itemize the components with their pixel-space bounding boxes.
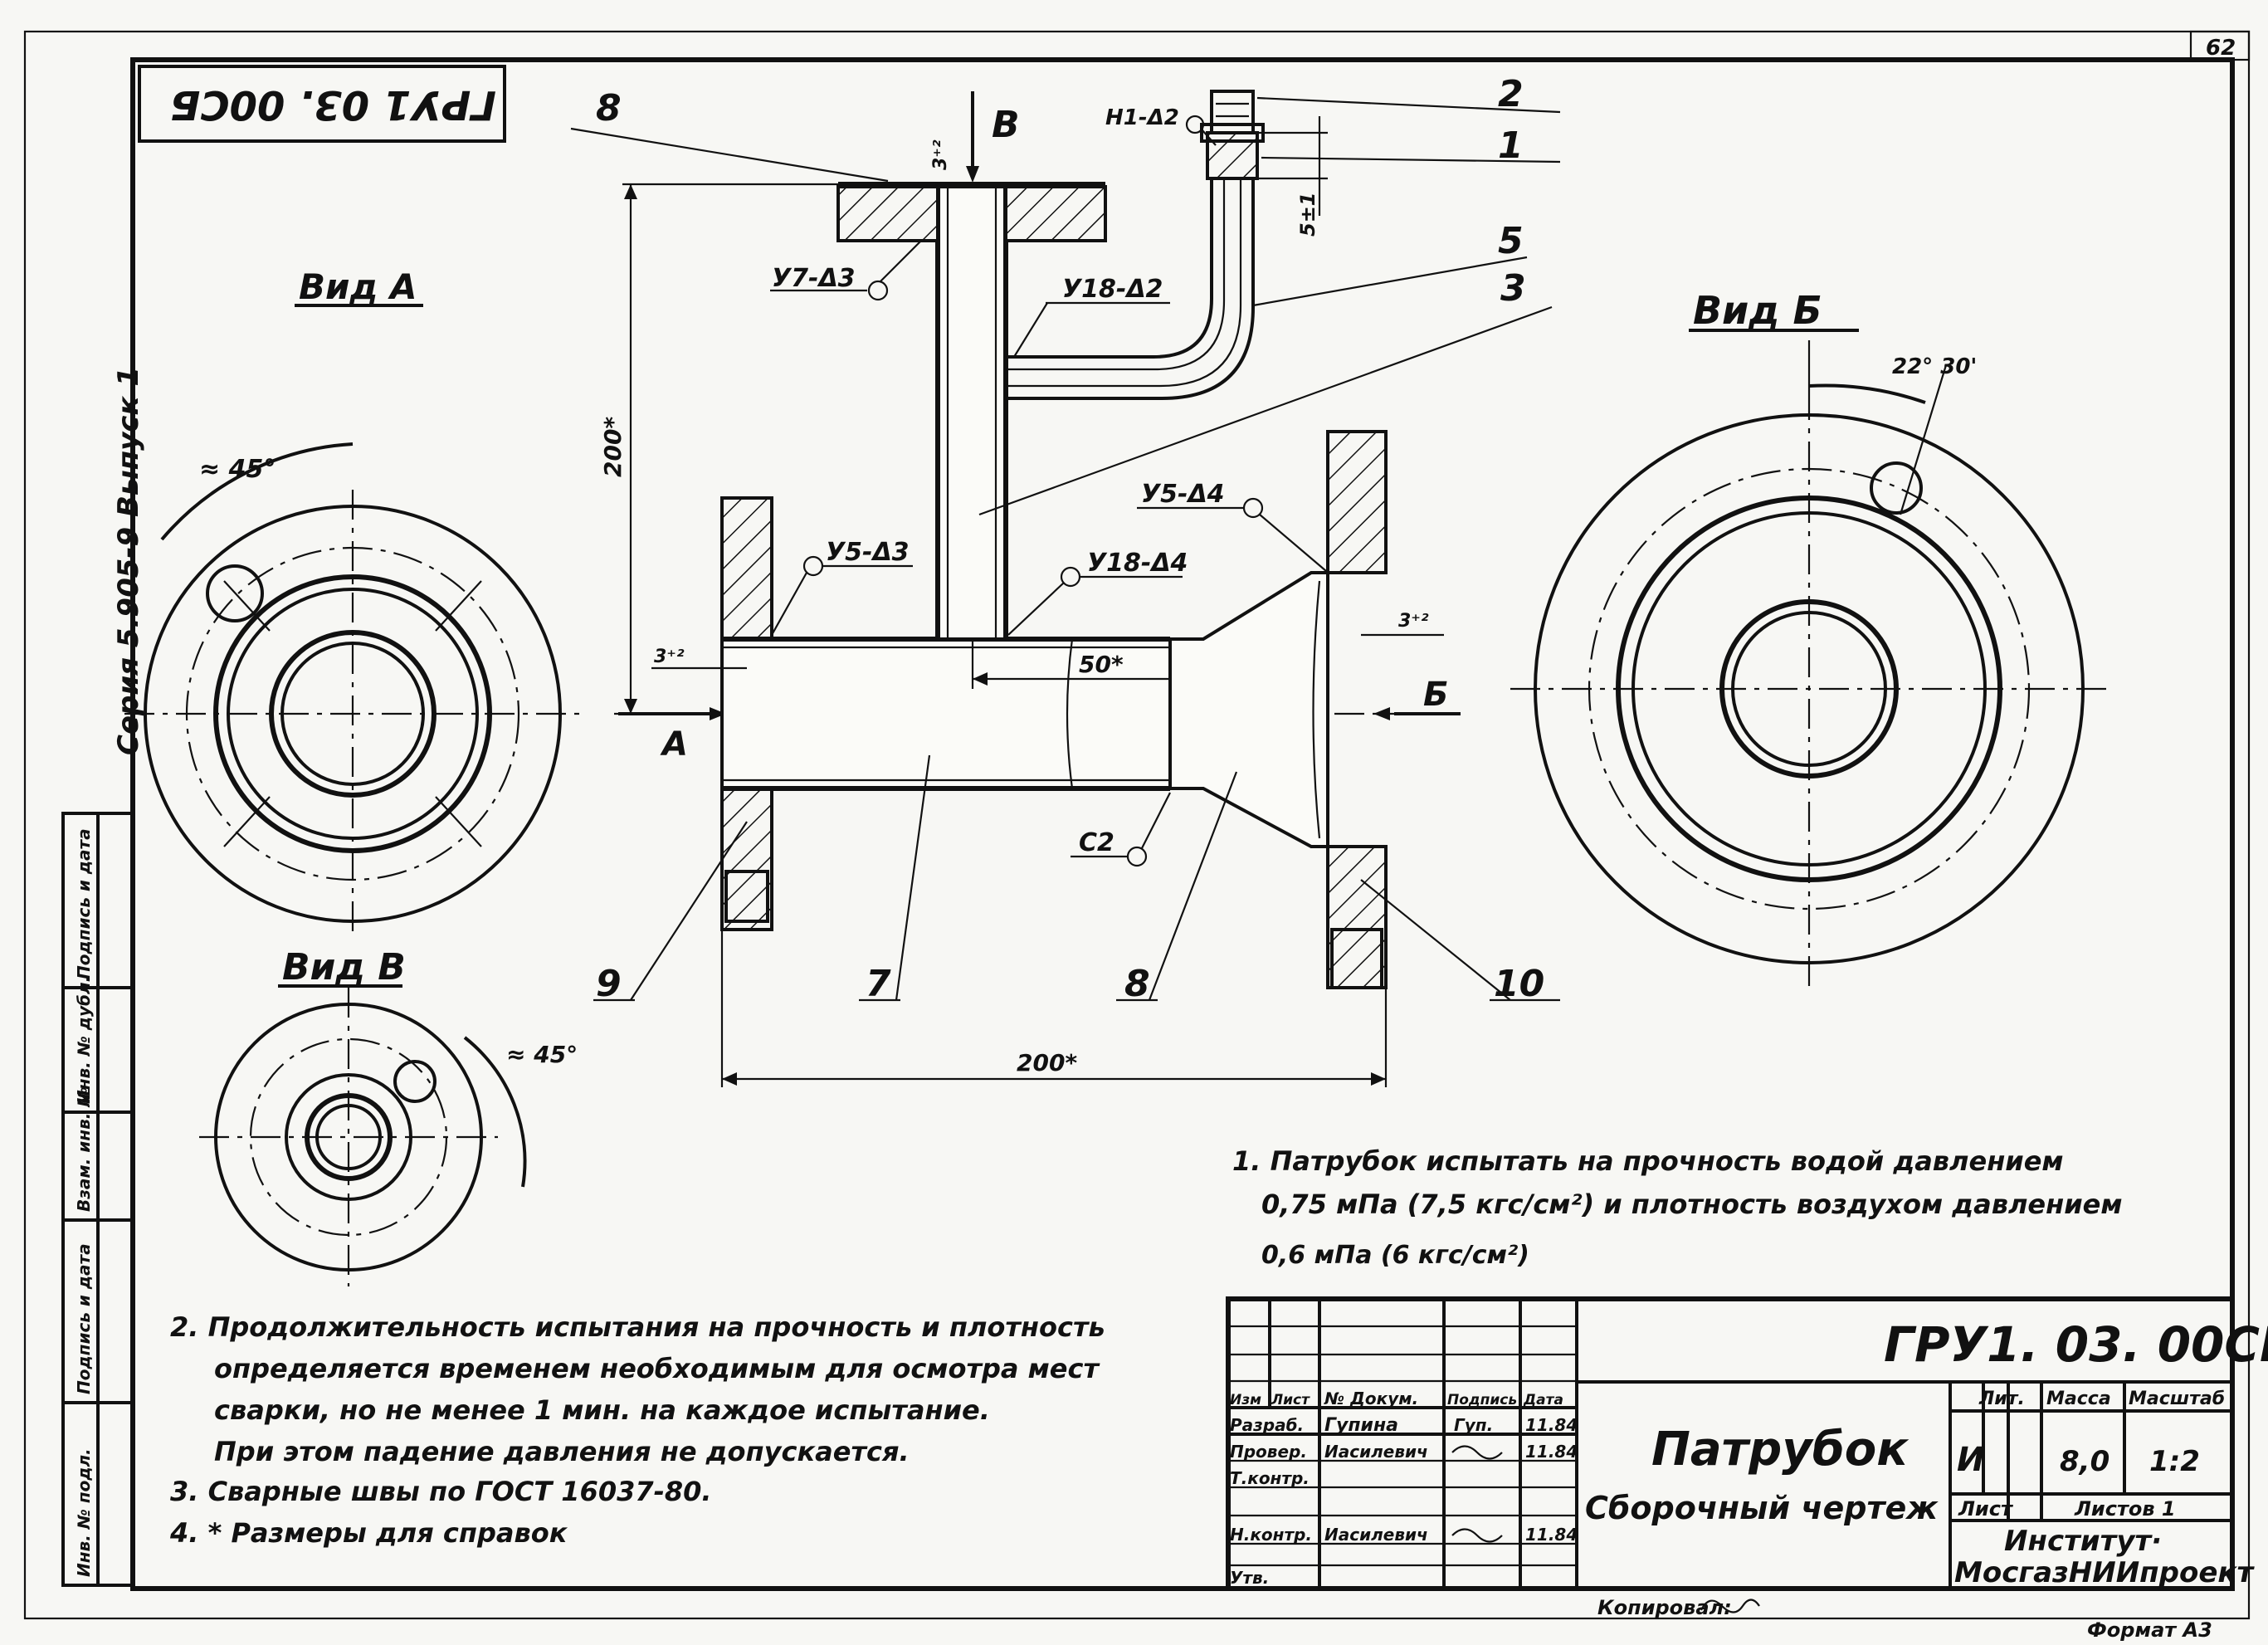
dim-gap-right: 3⁺² xyxy=(1398,611,1429,632)
signature-prover xyxy=(1451,1445,1503,1460)
main-section: А Б xyxy=(599,90,1461,1087)
name-nkontr: Иасилевич xyxy=(1324,1525,1428,1545)
weld-mark-u7: У7-Δ3 xyxy=(772,264,856,293)
note-4: 4. * Размеры для справок xyxy=(169,1517,568,1549)
view-b: Вид Б 22° 30' xyxy=(1510,288,2108,988)
drawing-type: Сборочный чертеж xyxy=(1585,1490,1939,1526)
drawing-code: ГРУ1. 03. 00СБ xyxy=(1884,1316,2268,1373)
weld-marks: Н1-Δ2 У7-Δ3 У18-Δ2 У5-Δ3 У18-Δ4 У5-Δ4 С2 xyxy=(770,105,1327,867)
view-v-title: Вид В xyxy=(282,946,406,988)
note-1-line-3: 0,6 мПа (6 кгс/см²) xyxy=(1261,1241,1529,1270)
dim-gap-top: 3⁺² xyxy=(930,139,951,170)
weld-mark-c2: С2 xyxy=(1079,828,1114,857)
weld-mark-u18-top: У18-Δ2 xyxy=(1062,275,1163,304)
weld-mark-u18-mid: У18-Δ4 xyxy=(1087,549,1188,578)
section-mark-a: А xyxy=(660,725,688,764)
title-header-izm: Изм xyxy=(1230,1392,1261,1408)
lit-label: Лит. xyxy=(1978,1389,2025,1409)
copied-signature xyxy=(1700,1599,1760,1613)
side-stamp-label: Взам. инв. № xyxy=(74,1087,94,1212)
dim-50: 50* xyxy=(1079,651,1124,678)
date-prover: 11.84 xyxy=(1525,1442,1578,1462)
role-razrab: Разраб. xyxy=(1230,1415,1304,1435)
rotated-doc-code: ГРУ1 03. 00СБ xyxy=(170,81,496,128)
title-header-date: Дата xyxy=(1523,1392,1563,1408)
note-1-line-2: 0,75 мПа (7,5 кгс/см²) и плотность возду… xyxy=(1261,1189,2123,1220)
side-stamp-label: Подпись и дата xyxy=(74,828,94,979)
date-nkontr: 11.84 xyxy=(1525,1525,1578,1545)
view-a: Вид А ≈ 45° xyxy=(124,266,581,938)
name-razrab: Гупина xyxy=(1324,1415,1398,1436)
section-mark-b: Б xyxy=(1423,676,1449,714)
side-stamp-label: Подпись и дата xyxy=(74,1243,94,1394)
dim-gap-left: 3⁺² xyxy=(654,647,685,667)
weld-mark-n1: Н1-Δ2 xyxy=(1105,105,1179,130)
position-callouts: 2 1 5 3 8 9 7 8 10 xyxy=(570,73,1561,1005)
title-header-sign: Подпись xyxy=(1447,1392,1517,1408)
position-label: 5 xyxy=(1498,220,1524,262)
sheet-label: Лист xyxy=(1958,1497,2014,1521)
date-razrab: 11.84 xyxy=(1525,1415,1578,1435)
role-prover: Провер. xyxy=(1230,1442,1307,1462)
dim-height: 200* xyxy=(599,417,627,477)
series-label: Серия 5.905-9 Выпуск 1 xyxy=(112,367,145,755)
position-label: 9 xyxy=(596,963,622,1005)
role-nkontr: Н.контр. xyxy=(1230,1525,1312,1545)
view-a-angle: ≈ 45° xyxy=(199,455,276,484)
scale-label: Масштаб xyxy=(2129,1389,2225,1409)
note-2-line-2: определяется временем необходимым для ос… xyxy=(214,1353,1100,1384)
weld-mark-u5-right: У5-Δ4 xyxy=(1141,480,1225,509)
title-header-list: Лист xyxy=(1271,1392,1310,1408)
org-line-2: МосгазНИИпроект xyxy=(1954,1556,2255,1589)
view-b-angle: 22° 30' xyxy=(1892,354,1977,379)
view-v: Вид В ≈ 45° xyxy=(199,946,578,1286)
technical-notes: 1. Патрубок испытать на прочность водой … xyxy=(169,1145,2123,1549)
role-utv: Утв. xyxy=(1230,1568,1269,1588)
mass-value: 8,0 xyxy=(2060,1445,2109,1478)
format-label: Формат А3 xyxy=(2087,1618,2212,1642)
weld-mark-u5-left: У5-Δ3 xyxy=(826,538,910,567)
section-mark-v: В xyxy=(992,104,1020,146)
org-line-1: Институт· xyxy=(2004,1525,2162,1558)
position-label: 8 xyxy=(1124,963,1150,1005)
role-tkontr: Т.контр. xyxy=(1230,1468,1310,1488)
view-v-angle: ≈ 45° xyxy=(506,1041,578,1068)
position-label: 10 xyxy=(1494,963,1544,1005)
part-name: Патрубок xyxy=(1651,1423,1910,1477)
side-stamp-label: Инв. № дубл. xyxy=(74,976,94,1104)
title-block: Изм Лист № Докум. Подпись Дата Разраб. Г… xyxy=(1226,1296,2268,1591)
sign-razrab: Гуп. xyxy=(1454,1415,1493,1435)
note-3: 3. Сварные швы по ГОСТ 16037-80. xyxy=(170,1476,712,1507)
title-header-ndoc: № Докум. xyxy=(1324,1389,1418,1408)
rotated-code-stamp: ГРУ1 03. 00СБ xyxy=(138,65,506,143)
sheets-count: Листов 1 xyxy=(2074,1497,2176,1521)
position-label: 1 xyxy=(1498,124,1524,167)
position-label: 8 xyxy=(596,87,622,129)
position-label: 2 xyxy=(1498,73,1524,115)
mass-label: Масса xyxy=(2046,1389,2111,1409)
side-stamp-label: Инв. № подл. xyxy=(74,1448,94,1577)
note-2-line-3: сварки, но не менее 1 мин. на каждое исп… xyxy=(214,1394,990,1426)
note-2-line-4: При этом падение давления не допускается… xyxy=(214,1436,910,1467)
copied-label: Копировал: xyxy=(1597,1596,1732,1619)
dim-length: 200* xyxy=(1017,1049,1077,1076)
note-2-line-1: 2. Продолжительность испытания на прочно… xyxy=(170,1311,1105,1343)
side-stamp: Подпись и дата Инв. № дубл. Взам. инв. №… xyxy=(61,812,134,1587)
dim-gap-nipple: 5±1 xyxy=(1296,192,1319,237)
footer: Копировал: Формат А3 xyxy=(1597,1596,2212,1642)
view-a-title: Вид А xyxy=(299,266,417,307)
position-label: 7 xyxy=(866,963,891,1005)
name-prover: Иасилевич xyxy=(1324,1442,1428,1462)
signature-nkontr xyxy=(1451,1528,1503,1543)
scale-value: 1:2 xyxy=(2149,1445,2200,1478)
view-b-title: Вид Б xyxy=(1693,288,1822,333)
sheet-number: 62 xyxy=(2206,36,2236,61)
lit-value: И xyxy=(1957,1441,1984,1479)
note-1-line-1: 1. Патрубок испытать на прочность водой … xyxy=(1232,1145,2064,1177)
position-label: 3 xyxy=(1500,267,1526,310)
